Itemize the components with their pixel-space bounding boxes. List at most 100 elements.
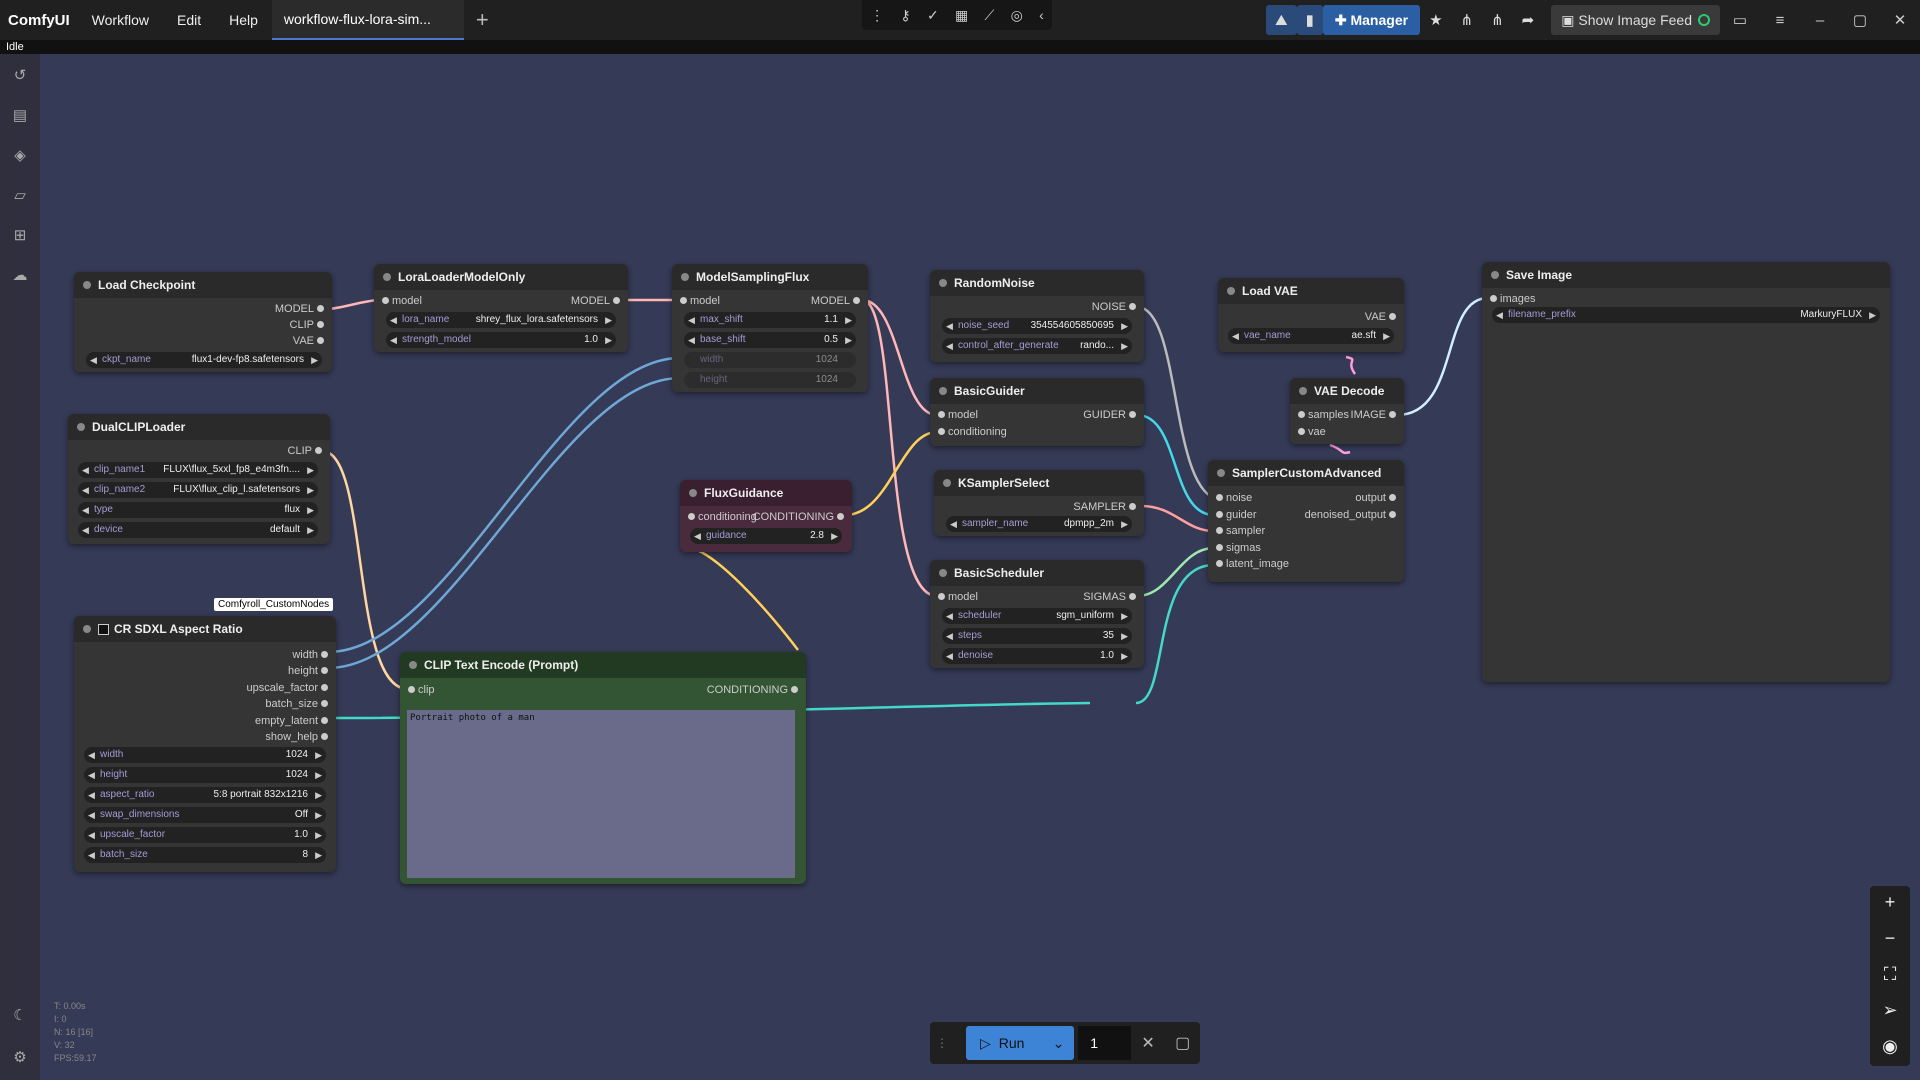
menu-workflow[interactable]: Workflow xyxy=(91,12,149,28)
node-model-sampling-flux[interactable]: ModelSamplingFlux model MODEL max_shift1… xyxy=(672,264,868,392)
output-batch-size[interactable]: batch_size xyxy=(265,697,328,711)
node-sampler-custom-advanced[interactable]: SamplerCustomAdvanced noise guider sampl… xyxy=(1208,460,1404,582)
github-icon[interactable]: ◎ xyxy=(1010,6,1023,23)
output-height[interactable]: height xyxy=(288,664,328,678)
chart-icon[interactable]: ⟋ xyxy=(984,6,995,23)
nodes-tree-icon[interactable]: ⊞ xyxy=(13,227,27,244)
output-vae[interactable]: VAE xyxy=(1365,310,1397,324)
run-button[interactable]: ▷ Run ⌄ xyxy=(966,1026,1075,1060)
input-model[interactable]: model xyxy=(938,590,978,604)
output-clip[interactable]: CLIP xyxy=(288,444,323,458)
prompt-textarea[interactable]: Portrait photo of a man xyxy=(407,710,795,878)
manager-button[interactable]: ✚ Manager xyxy=(1322,5,1421,35)
input-model[interactable]: model xyxy=(680,294,720,308)
cloud-icon[interactable]: ☁ xyxy=(12,267,28,284)
stop-icon[interactable]: ▢ xyxy=(1175,1035,1191,1052)
output-width[interactable]: width xyxy=(292,648,328,662)
layout-icon[interactable]: ▭ xyxy=(1732,12,1748,29)
output-sigmas[interactable]: SIGMAS xyxy=(1083,590,1136,604)
output-model[interactable]: MODEL xyxy=(811,294,861,308)
node-flux-guidance[interactable]: FluxGuidance conditioning CONDITIONING g… xyxy=(680,480,852,552)
output-conditioning[interactable]: CONDITIONING xyxy=(753,510,845,524)
output-sampler[interactable]: SAMPLER xyxy=(1073,500,1136,514)
input-guider[interactable]: guider xyxy=(1216,508,1257,522)
model-icon[interactable]: ⛰ xyxy=(1265,5,1297,35)
input-vae[interactable]: vae xyxy=(1298,425,1326,439)
star-icon[interactable]: ★ xyxy=(1429,12,1443,29)
input-model[interactable]: model xyxy=(382,294,422,308)
close-icon[interactable]: ✕ xyxy=(1893,12,1907,29)
node-cr-sdxl-aspect-ratio[interactable]: CR SDXL Aspect Ratio width height upscal… xyxy=(74,616,336,872)
output-vae[interactable]: VAE xyxy=(293,334,325,348)
hamburger-menu-icon[interactable]: ≡ xyxy=(1775,11,1785,29)
table-icon[interactable]: ▦ xyxy=(954,6,969,23)
node-load-checkpoint[interactable]: Load Checkpoint MODEL CLIP VAE ckpt_name… xyxy=(74,272,332,372)
output-image[interactable]: IMAGE xyxy=(1351,408,1397,422)
input-model[interactable]: model xyxy=(938,408,978,422)
input-sigmas[interactable]: sigmas xyxy=(1216,541,1261,555)
zoom-out-icon[interactable]: − xyxy=(1884,928,1896,948)
node-clip-text-encode[interactable]: CLIP Text Encode (Prompt) clip CONDITION… xyxy=(400,652,806,884)
output-guider[interactable]: GUIDER xyxy=(1083,408,1136,422)
node-lora-loader[interactable]: LoraLoaderModelOnly model MODEL lora_nam… xyxy=(374,264,628,352)
hub-alt-icon[interactable]: ⋔ xyxy=(1491,12,1504,29)
output-show-help[interactable]: show_help xyxy=(265,730,328,744)
node-ksampler-select[interactable]: KSamplerSelect SAMPLER sampler_namedpmpp… xyxy=(934,470,1144,536)
input-samples[interactable]: samples xyxy=(1298,408,1349,422)
clip-name1-widget[interactable]: clip_name1FLUX\flux_5xxl_fp8_e4m3fn.... xyxy=(78,462,318,478)
maximize-icon[interactable]: ▢ xyxy=(1852,12,1868,29)
node-basic-guider[interactable]: BasicGuider model conditioning GUIDER xyxy=(930,378,1144,446)
chevron-down-icon[interactable]: ⌄ xyxy=(1052,1034,1065,1051)
collapse-icon[interactable]: ‹ xyxy=(1039,7,1044,23)
input-conditioning[interactable]: conditioning xyxy=(938,425,1007,439)
minimize-icon[interactable]: – xyxy=(1815,11,1825,29)
hub-icon[interactable]: ⋔ xyxy=(1460,12,1474,29)
queue-icon[interactable]: ▤ xyxy=(12,107,28,124)
bookmark-icon[interactable]: ▮ xyxy=(1296,5,1323,35)
batch-count-input[interactable]: 1 xyxy=(1078,1026,1131,1060)
output-denoised[interactable]: denoised_output xyxy=(1305,508,1397,522)
zoom-in-icon[interactable]: + xyxy=(1884,892,1896,912)
input-latent-image[interactable]: latent_image xyxy=(1216,557,1289,571)
eye-icon[interactable]: ◉ xyxy=(1882,1036,1898,1056)
input-clip[interactable]: clip xyxy=(408,683,435,697)
output-clip[interactable]: CLIP xyxy=(290,318,325,332)
input-images[interactable]: images xyxy=(1490,292,1535,306)
menu-edit[interactable]: Edit xyxy=(176,12,202,28)
key-icon[interactable]: ⚷ xyxy=(900,6,911,23)
node-dual-clip-loader[interactable]: DualCLIPLoader CLIP clip_name1FLUX\flux_… xyxy=(68,414,330,544)
cancel-icon[interactable]: ✕ xyxy=(1141,1035,1155,1052)
node-vae-decode[interactable]: VAE Decode samples vae IMAGE xyxy=(1290,378,1404,444)
show-image-feed-button[interactable]: ▣ Show Image Feed xyxy=(1551,5,1720,35)
folder-icon[interactable]: ▱ xyxy=(14,187,26,204)
drag-handle-icon[interactable]: ⋮ xyxy=(936,1036,948,1050)
settings-gear-icon[interactable]: ⚙ xyxy=(13,1049,27,1066)
more-options-icon[interactable]: ⋮ xyxy=(870,6,885,23)
menu-help[interactable]: Help xyxy=(229,12,258,28)
control-after-generate-widget[interactable]: control_after_generaterando... xyxy=(942,338,1132,354)
check-circle-icon[interactable]: ✓ xyxy=(926,6,939,23)
share-icon[interactable]: ➦ xyxy=(1521,12,1535,29)
workflow-tab[interactable]: workflow-flux-lora-sim... xyxy=(271,0,464,40)
output-noise[interactable]: NOISE xyxy=(1092,300,1137,314)
